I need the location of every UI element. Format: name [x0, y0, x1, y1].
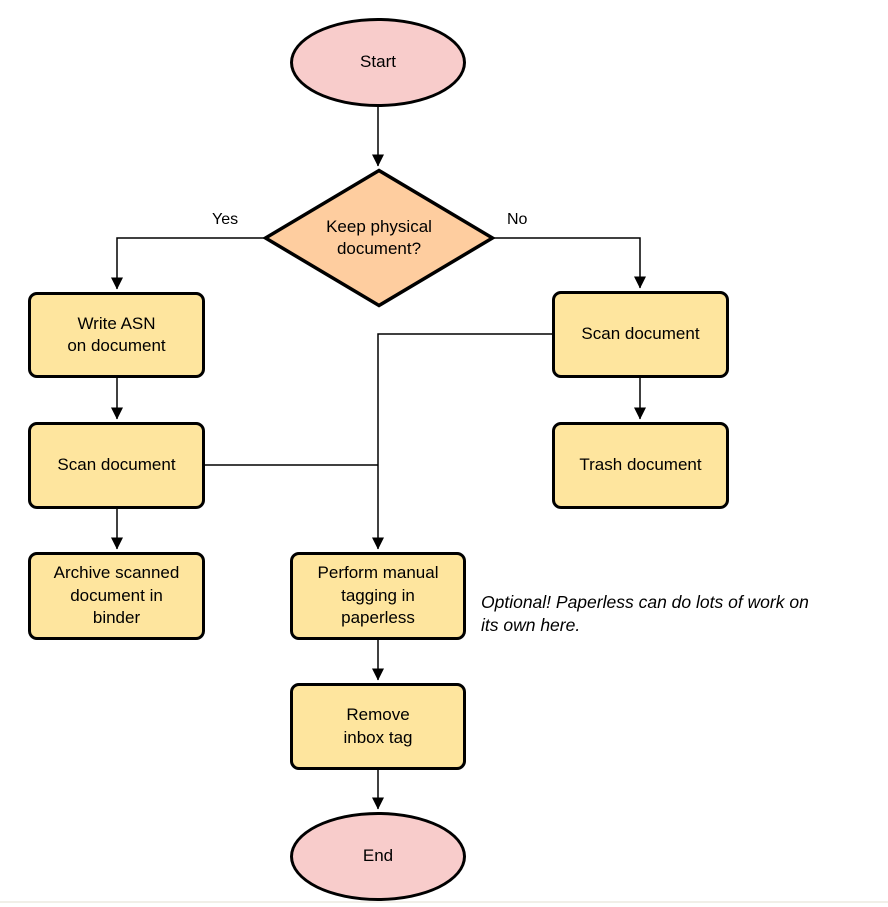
- edge-scanright-to-tagging: [372, 333, 552, 550]
- edge-label-no: No: [507, 211, 528, 228]
- node-write-asn: Write ASN on document: [28, 292, 205, 378]
- node-start: Start: [290, 18, 466, 107]
- node-end-label: End: [362, 846, 394, 866]
- node-decision: Keep physical document?: [263, 168, 495, 308]
- node-decision-label: Keep physical document?: [326, 216, 432, 258]
- edge-decision-no: [492, 237, 646, 289]
- node-scan-document-left: Scan document: [28, 422, 205, 509]
- node-scan-document-right: Scan document: [552, 291, 729, 378]
- node-scan-document-right-label: Scan document: [581, 324, 700, 344]
- node-scan-document-left-label: Scan document: [57, 455, 176, 475]
- node-trash-document-label: Trash document: [579, 455, 702, 475]
- node-end: End: [290, 812, 466, 901]
- node-remove-inbox-tag-label: Remove inbox tag: [343, 705, 413, 747]
- node-perform-tagging-label: Perform manual tagging in paperless: [317, 563, 439, 628]
- node-archive-binder-label: Archive scanned document in binder: [53, 563, 180, 628]
- bottom-divider: [0, 901, 888, 903]
- edge-decision-yes: [111, 237, 265, 290]
- annotation-optional-note: Optional! Paperless can do lots of work …: [481, 592, 809, 635]
- node-trash-document: Trash document: [552, 422, 729, 509]
- edge-label-yes: Yes: [212, 211, 239, 228]
- decision-diamond-shape: [263, 168, 495, 308]
- node-start-label: Start: [360, 52, 396, 72]
- node-remove-inbox-tag: Remove inbox tag: [290, 683, 466, 770]
- node-write-asn-label: Write ASN on document: [67, 313, 166, 355]
- node-perform-tagging: Perform manual tagging in paperless: [290, 552, 466, 640]
- node-archive-binder: Archive scanned document in binder: [28, 552, 205, 640]
